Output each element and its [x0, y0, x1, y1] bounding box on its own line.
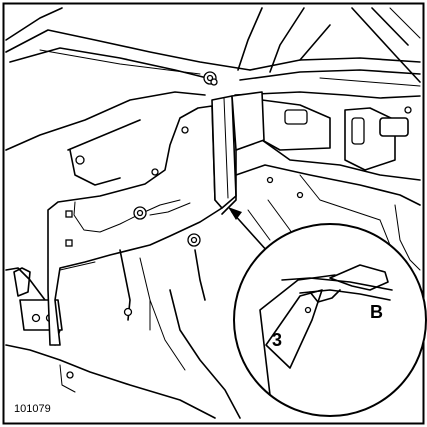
- figure-reference-number: 101079: [14, 403, 51, 415]
- upper-body-frame: [5, 7, 421, 87]
- vertical-pillar: [210, 78, 265, 215]
- detail-magnifier: [233, 223, 427, 417]
- callout-b: B: [370, 302, 383, 322]
- pointer-arrow: [228, 207, 269, 253]
- left-structure: [5, 91, 241, 419]
- side-panel: [47, 105, 223, 346]
- callout-three: 3: [272, 330, 282, 350]
